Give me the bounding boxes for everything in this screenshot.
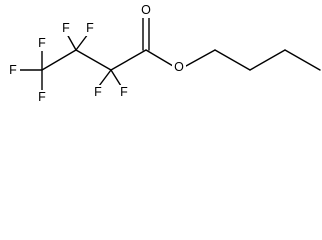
- atom-f-left: F: [9, 63, 17, 77]
- bond-c1-o-ester: [145, 49, 174, 67]
- bond-o-ch2: [185, 49, 216, 67]
- atom-f-bottom-a: F: [94, 85, 102, 99]
- atom-o-carbonyl: O: [141, 3, 151, 17]
- atom-label-layer: F F F F F F F O O: [7, 3, 186, 105]
- bond-c3-c2: [75, 49, 112, 71]
- bond-c4-c3: [41, 49, 77, 71]
- atom-f-bottom-b: F: [120, 85, 128, 99]
- atom-f-top-left: F: [38, 36, 46, 50]
- bond-c3-f-b: [75, 33, 89, 51]
- atom-o-ester: O: [174, 60, 184, 74]
- atom-f-top-a: F: [62, 21, 70, 35]
- bond-c2-f-a: [98, 69, 112, 87]
- bond-ch2-ch2: [214, 49, 251, 71]
- bond-layer: [19, 17, 321, 92]
- bond-c3-f-a: [66, 33, 77, 51]
- bond-ch2-ch2b: [249, 49, 286, 71]
- bond-c2-c1: [110, 49, 147, 71]
- bond-ch2-ch3: [284, 49, 321, 71]
- bond-c2-f-b: [110, 69, 122, 87]
- molecule-drawing: F F F F F F F O O: [7, 3, 321, 105]
- atom-f-top-b: F: [86, 21, 94, 35]
- structure-canvas: F F F F F F F O O: [0, 0, 322, 118]
- atom-f-bottom-left: F: [38, 90, 46, 104]
